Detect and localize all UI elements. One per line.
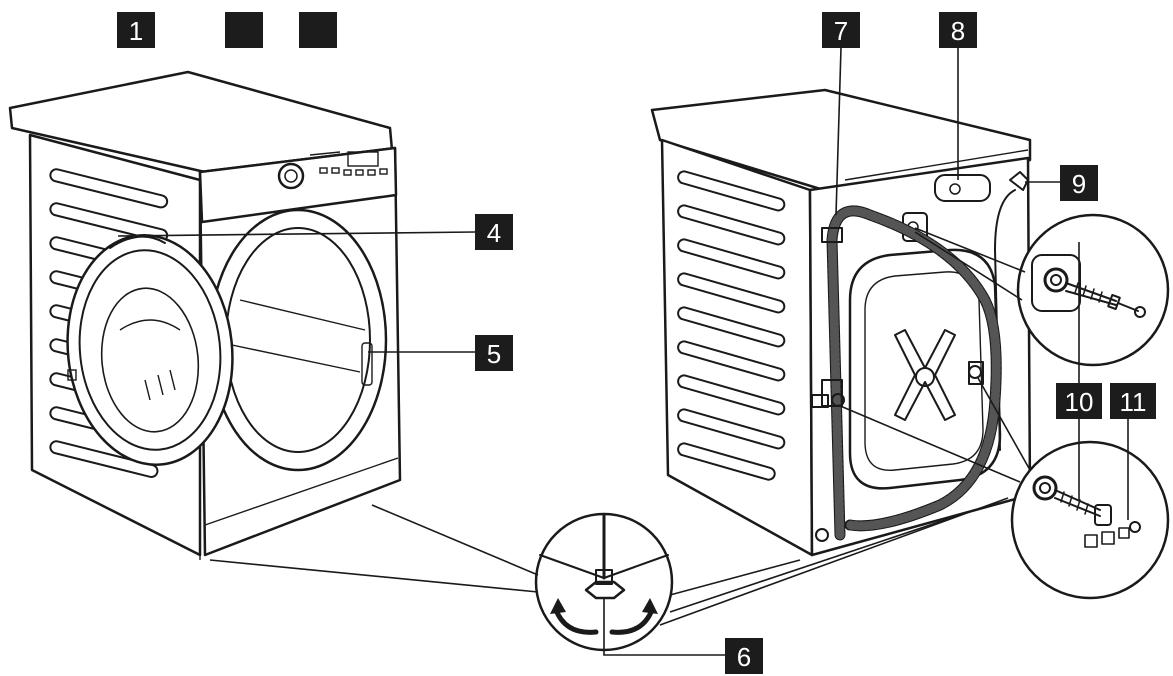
callout-7: 7: [822, 12, 860, 48]
svg-text:4: 4: [487, 218, 501, 248]
callout-3: [299, 12, 337, 48]
front-view-machine: [8, 70, 402, 560]
rear-side-slots: [677, 170, 786, 481]
svg-text:10: 10: [1065, 387, 1094, 417]
svg-text:8: 8: [951, 16, 965, 46]
rotate-arrow-right-icon: [609, 607, 655, 635]
svg-text:9: 9: [1072, 169, 1086, 199]
programme-dial: [277, 162, 305, 190]
svg-text:6: 6: [737, 642, 751, 672]
display-buttons: [309, 151, 388, 176]
callout-5: 5: [475, 335, 513, 371]
drum-cover-x-mark: [894, 329, 956, 421]
svg-text:7: 7: [834, 16, 848, 46]
leader-lines: [117, 47, 1129, 656]
callout-6: 6: [725, 638, 763, 674]
service-panel: [934, 174, 991, 202]
svg-text:5: 5: [487, 339, 501, 369]
zoom-adjustable-foot: [534, 512, 674, 652]
callout-4: 4: [475, 214, 513, 250]
callout-2: [225, 12, 263, 48]
callout-8: 8: [939, 12, 977, 48]
callout-11: 11: [1110, 383, 1156, 419]
svg-text:11: 11: [1120, 387, 1147, 417]
svg-text:1: 1: [129, 16, 143, 46]
callout-10: 10: [1056, 383, 1102, 419]
callout-1: 1: [117, 12, 155, 48]
mains-cable: [994, 189, 1016, 451]
zoom-transit-bolt-upper: [1016, 213, 1170, 367]
rear-view-machine: [650, 88, 1032, 557]
door-latch: [361, 342, 373, 386]
zoom-transit-bolt-lower: [1010, 440, 1170, 600]
callout-9: 9: [1060, 165, 1098, 201]
rotate-arrow-left-icon: [553, 607, 599, 635]
